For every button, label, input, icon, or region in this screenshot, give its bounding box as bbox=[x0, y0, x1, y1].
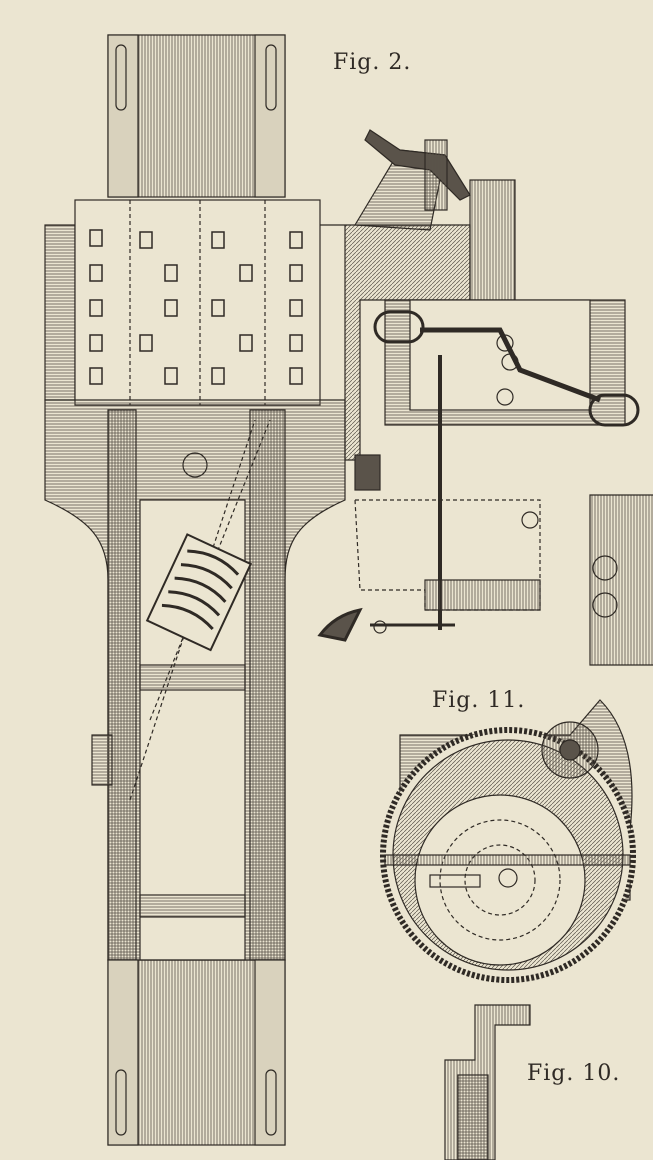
side-part bbox=[589, 494, 653, 666]
fig2-mechanism bbox=[317, 129, 640, 642]
fig2-body bbox=[44, 399, 346, 961]
fig11-label: Fig. 11. bbox=[432, 688, 526, 713]
fig2-lower-tube bbox=[107, 959, 286, 1146]
fig2-label: Fig. 2. bbox=[333, 50, 412, 75]
fig2-window-block bbox=[44, 199, 321, 406]
fig10-part bbox=[444, 1004, 531, 1160]
fig10-label: Fig. 10. bbox=[527, 1061, 621, 1086]
spring-cylinder bbox=[145, 533, 253, 652]
fig2-upper-tube bbox=[107, 34, 286, 198]
fig11-gear-assembly bbox=[380, 699, 636, 983]
